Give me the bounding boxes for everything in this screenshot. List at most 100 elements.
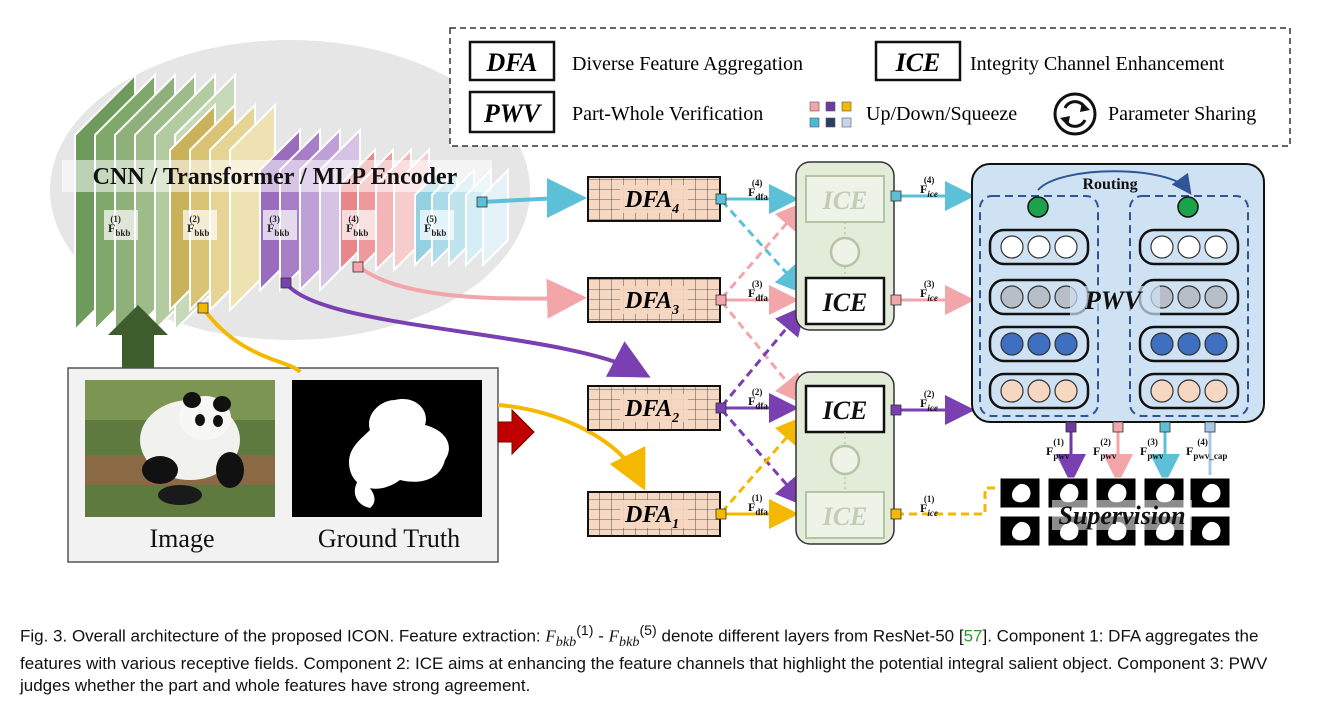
legend-sharing-desc: Parameter Sharing <box>1108 103 1256 125</box>
ground-truth-mask <box>292 380 482 517</box>
dfa-output-ports <box>715 193 727 520</box>
legend-dfa-box: DFA <box>485 48 537 77</box>
dfa-block-4: DFA4 <box>587 176 721 222</box>
ground-truth-label: Ground Truth <box>318 524 460 553</box>
svg-text:Fbkb(4): Fbkb(4) <box>346 214 368 238</box>
pwv-capsule-node <box>1054 332 1078 356</box>
supervision-label: Supervision <box>1058 501 1185 530</box>
legend-pwv-box: PWV <box>483 99 543 128</box>
supervision-mask-shape <box>1060 483 1079 503</box>
pwv-capsule-node <box>1054 379 1078 403</box>
pwv-block: Routing PWV <box>971 163 1265 423</box>
ice-1-label: ICE <box>822 502 868 531</box>
figure-caption: Fig. 3. Overall architecture of the prop… <box>20 623 1268 696</box>
pwv-capsule-row <box>988 325 1090 363</box>
dfa-block-3: DFA3 <box>587 277 721 323</box>
gt-right-arrow <box>497 408 535 456</box>
supervision-mask-shape <box>1012 521 1031 541</box>
ice-3-label: ICE <box>822 288 868 317</box>
parameter-sharing-icon <box>1053 92 1097 136</box>
pwv-right-node <box>1177 196 1199 218</box>
ice-feature-labels: Fice(4) Fice(3) Fice(2) Fice(1) <box>920 175 938 518</box>
pwv-capsule-node <box>1150 235 1174 259</box>
svg-text:Fpwv(3): Fpwv(3) <box>1140 437 1164 461</box>
svg-text:Fdfa(1): Fdfa(1) <box>748 493 768 517</box>
ice-top-sharing-icon <box>829 236 861 268</box>
svg-text:Fpwv(2): Fpwv(2) <box>1093 437 1117 461</box>
pwv-capsule-node <box>1000 285 1024 309</box>
pwv-capsule-row <box>1138 372 1240 410</box>
svg-text:DFA4: DFA4 <box>624 187 679 217</box>
supervision-mask-shape <box>1202 483 1221 503</box>
routing-label: Routing <box>1082 176 1137 193</box>
legend-ice-box: ICE <box>895 48 941 77</box>
pwv-capsule-node <box>1204 235 1228 259</box>
pwv-output-ports <box>1065 421 1216 433</box>
panda-image <box>85 380 275 517</box>
pwv-capsule-node <box>1027 235 1051 259</box>
ice-4-label: ICE <box>822 186 868 215</box>
dfa-blocks: DFA4 DFA3 DFA2 DFA1 <box>587 176 721 537</box>
encoder-layer-5 <box>414 167 509 268</box>
ice-output-ports <box>890 190 902 520</box>
legend-ice-desc: Integrity Channel Enhancement <box>970 53 1225 75</box>
pwv-output-connections <box>1056 428 1212 484</box>
dfa-feature-labels: Fdfa(4) Fdfa(3) Fdfa(2) Fdfa(1) <box>748 178 768 517</box>
ice-container-bottom: ICE ICE <box>795 371 895 545</box>
supervision-mask-shape <box>1012 483 1031 503</box>
dfa-to-ice-connections <box>720 184 807 529</box>
svg-text:Fdfa(2): Fdfa(2) <box>748 387 768 411</box>
ice-2-label: ICE <box>822 396 868 425</box>
pwv-label: PWV <box>1084 286 1144 315</box>
pwv-capsule-row <box>1138 228 1240 266</box>
pwv-capsule-row <box>1138 325 1240 363</box>
pwv-capsule-node <box>1000 379 1024 403</box>
ice-container-top: ICE ICE <box>795 161 895 331</box>
svg-text:Fdfa(4): Fdfa(4) <box>748 178 768 202</box>
supervision-mask-shape <box>1202 521 1221 541</box>
svg-text:Fbkb(5): Fbkb(5) <box>424 214 446 238</box>
legend-dfa-desc: Diverse Feature Aggregation <box>572 53 803 75</box>
svg-text:Fbkb(1): Fbkb(1) <box>108 214 130 238</box>
supervision-mask-shape <box>1156 483 1175 503</box>
svg-text:DFA1: DFA1 <box>624 502 679 532</box>
svg-text:Fdfa(3): Fdfa(3) <box>748 279 768 303</box>
pwv-capsule-node <box>1204 285 1228 309</box>
ice-to-pwv-connections <box>896 181 998 516</box>
svg-text:Fpwv_cap(4): Fpwv_cap(4) <box>1186 437 1227 461</box>
updown-squeeze-icon <box>809 101 852 128</box>
pwv-capsule-node <box>1000 235 1024 259</box>
pwv-capsule-row <box>988 372 1090 410</box>
encoder-to-dfa-connections <box>201 178 651 491</box>
encoder-title: CNN / Transformer / MLP Encoder <box>93 164 458 190</box>
pwv-capsule-node <box>1204 332 1228 356</box>
citation-link[interactable]: 57 <box>963 626 983 646</box>
input-panel: Image Ground Truth <box>67 367 499 563</box>
pwv-capsule-node <box>1177 332 1201 356</box>
image-label: Image <box>150 524 215 553</box>
legend-pwv-desc: Part-Whole Verification <box>572 103 763 125</box>
svg-text:DFA3: DFA3 <box>624 288 679 318</box>
svg-text:Fice(2): Fice(2) <box>920 389 938 413</box>
legend-updown-desc: Up/Down/Squeeze <box>866 103 1017 125</box>
pwv-capsule-node <box>1177 379 1201 403</box>
ice-bottom-sharing-icon <box>829 444 861 476</box>
pwv-output-labels: Fpwv(1) Fpwv(2) Fpwv(3) Fpwv_cap(4) <box>1046 437 1227 461</box>
pwv-capsule-node <box>1000 332 1024 356</box>
pwv-capsule-node <box>1177 285 1201 309</box>
pwv-capsule-node <box>1177 235 1201 259</box>
dfa-block-2: DFA2 <box>587 385 721 431</box>
pwv-capsule-node <box>1150 332 1174 356</box>
pwv-capsule-row <box>988 228 1090 266</box>
pwv-capsule-node <box>1027 285 1051 309</box>
dfa-block-1: DFA1 <box>587 491 721 537</box>
pwv-capsule-node <box>1027 379 1051 403</box>
pwv-capsule-node <box>1054 235 1078 259</box>
svg-text:Fbkb(3): Fbkb(3) <box>267 214 289 238</box>
svg-text:Fice(3): Fice(3) <box>920 279 938 303</box>
svg-text:Fice(1): Fice(1) <box>920 494 938 518</box>
pwv-capsule-node <box>1204 379 1228 403</box>
architecture-diagram: CNN / Transformer / MLP Encoder Fbkb(1) … <box>50 27 1291 563</box>
svg-text:Fpwv(1): Fpwv(1) <box>1046 437 1070 461</box>
pwv-left-node <box>1027 196 1049 218</box>
